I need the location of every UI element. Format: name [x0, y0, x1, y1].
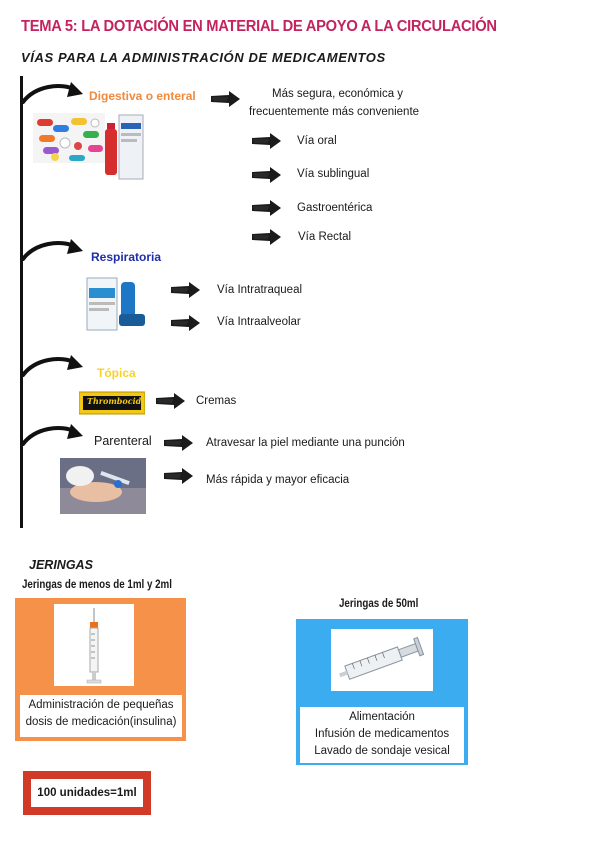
arrow-icon	[251, 133, 282, 149]
arrow-icon	[155, 393, 186, 409]
syringe-small-image	[54, 604, 134, 686]
respiratoria-item-intratraqueal: Vía Intratraqueal	[217, 284, 303, 296]
route-digestiva-label: Digestiva o enteral	[89, 89, 196, 103]
arrow-icon	[251, 200, 282, 216]
topica-item-cremas: Cremas	[196, 395, 237, 407]
jeringa-large-use-3: Lavado de sondaje vesical	[314, 745, 450, 757]
curve-arrow-icon	[21, 80, 85, 104]
jeringa-small-desc: Administración de pequeñas dosis de medi…	[20, 695, 182, 737]
parenteral-item-rapida: Más rápida y mayor eficacia	[206, 474, 350, 486]
units-note: 100 unidades=1ml	[31, 779, 143, 807]
injection-image	[60, 458, 146, 514]
inhaler-image	[85, 274, 151, 332]
jeringa-large-use-2: Infusión de medicamentos	[314, 728, 450, 740]
parenteral-item-puncion: Atravesar la piel mediante una punción	[206, 437, 405, 449]
route-parenteral-label: Parenteral	[94, 434, 152, 448]
arrow-icon	[163, 435, 194, 451]
jeringa-small-label: Jeringas de menos de 1ml y 2ml	[22, 579, 172, 591]
jeringa-small-desc-line2: dosis de medicación(insulina)	[25, 716, 177, 728]
route-respiratoria-label: Respiratoria	[91, 250, 162, 264]
arrow-icon	[251, 229, 282, 245]
page-title: TEMA 5: LA DOTACIÓN EN MATERIAL DE APOYO…	[21, 18, 497, 35]
respiratoria-item-intraalveolar: Vía Intraalveolar	[217, 316, 301, 328]
timeline-line	[20, 76, 23, 528]
jeringa-large-label: Jeringas de 50ml	[339, 598, 419, 610]
jeringa-small-desc-line1: Administración de pequeñas	[28, 699, 174, 711]
curve-arrow-icon	[21, 353, 85, 377]
curve-arrow-icon	[21, 422, 85, 446]
curve-arrow-icon	[21, 237, 85, 261]
arrow-icon	[170, 282, 201, 298]
cream-tube-image: Thrombocid	[79, 390, 145, 416]
syringe-large-image	[331, 629, 433, 691]
jeringas-heading: JERINGAS	[29, 558, 93, 572]
page-subtitle: VÍAS PARA LA ADMINISTRACIÓN DE MEDICAMEN…	[21, 50, 386, 65]
jeringa-large-uses: Alimentación Infusión de medicamentos La…	[300, 707, 464, 763]
arrow-icon	[170, 315, 201, 331]
jeringa-large-use-1: Alimentación	[349, 711, 415, 723]
digestiva-item-rectal: Vía Rectal	[298, 231, 352, 243]
route-topica-label: Tópica	[97, 366, 136, 380]
arrow-icon	[210, 91, 240, 107]
arrow-icon	[163, 468, 194, 484]
digestiva-note-line1: Más segura, económica y	[272, 88, 404, 100]
digestiva-item-gastro: Gastroentérica	[297, 202, 373, 214]
digestiva-note-line2: frecuentemente más conveniente	[249, 106, 420, 118]
arrow-icon	[251, 167, 282, 183]
cream-tube-text: Thrombocid	[87, 396, 142, 406]
digestiva-item-sublingual: Vía sublingual	[297, 168, 370, 180]
pills-image	[33, 113, 145, 181]
digestiva-item-oral: Vía oral	[297, 135, 337, 147]
